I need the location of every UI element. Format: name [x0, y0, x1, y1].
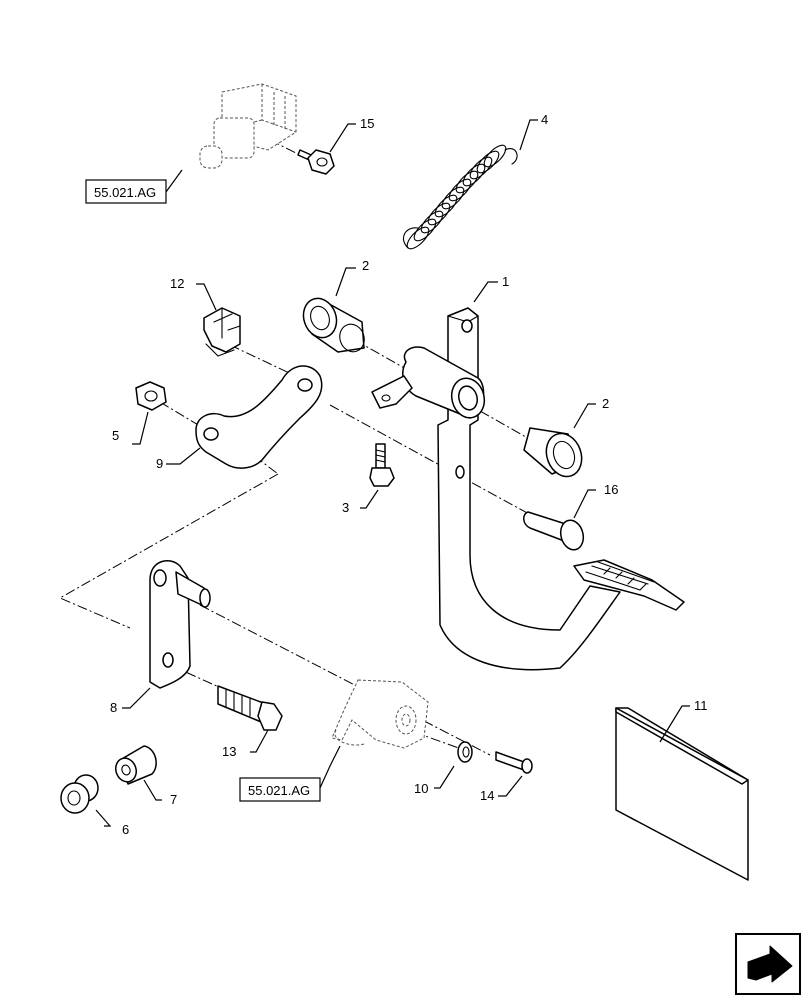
- leader-lines: [95, 119, 690, 827]
- reference-box-top[interactable]: 55.021.AG: [85, 179, 167, 204]
- spring-4: [403, 144, 518, 250]
- callout-8: 8: [110, 700, 117, 715]
- screw-15: [297, 149, 335, 175]
- callout-numbers: 1 2 2 3 4 5 6 7 8 9 10 11 12 13 14 15 16: [110, 112, 708, 837]
- callout-16: 16: [604, 482, 618, 497]
- callout-13: 13: [222, 744, 236, 759]
- callout-15: 15: [360, 116, 374, 131]
- clip-12: [203, 307, 241, 357]
- callout-6: 6: [122, 822, 129, 837]
- reference-label-top: 55.021.AG: [94, 185, 156, 200]
- callout-11: 11: [694, 698, 708, 713]
- bolt-3: [369, 443, 395, 487]
- callout-4: 4: [541, 112, 548, 127]
- arrow-next-icon[interactable]: [735, 933, 801, 995]
- link-arm-9: [195, 365, 323, 469]
- screw-14: [495, 751, 533, 774]
- callout-7: 7: [170, 792, 177, 807]
- bolt-13: [217, 685, 283, 731]
- callout-9: 9: [156, 456, 163, 471]
- callout-2-lower: 2: [602, 396, 609, 411]
- sleeve-7: [114, 745, 157, 785]
- callout-2-upper: 2: [362, 258, 369, 273]
- reference-label-bottom: 55.021.AG: [248, 783, 310, 798]
- pedal-1: [371, 307, 685, 671]
- callout-14: 14: [480, 788, 494, 803]
- reference-box-bottom[interactable]: 55.021.AG: [239, 777, 321, 802]
- callout-3: 3: [342, 500, 349, 515]
- callout-10: 10: [414, 781, 428, 796]
- switch-ghost: [199, 83, 297, 169]
- callout-12: 12: [170, 276, 184, 291]
- bushing-2-upper: [302, 297, 365, 353]
- decal-plate-11: [615, 707, 749, 881]
- cylinder-ghost: [331, 679, 429, 749]
- washer-10: [457, 741, 473, 763]
- callout-5: 5: [112, 428, 119, 443]
- bracket-8: [149, 560, 211, 689]
- pin-16: [523, 511, 585, 551]
- callout-1: 1: [502, 274, 509, 289]
- grommet-6: [60, 774, 99, 814]
- bushing-2-lower: [523, 427, 583, 478]
- nut-5: [135, 381, 167, 411]
